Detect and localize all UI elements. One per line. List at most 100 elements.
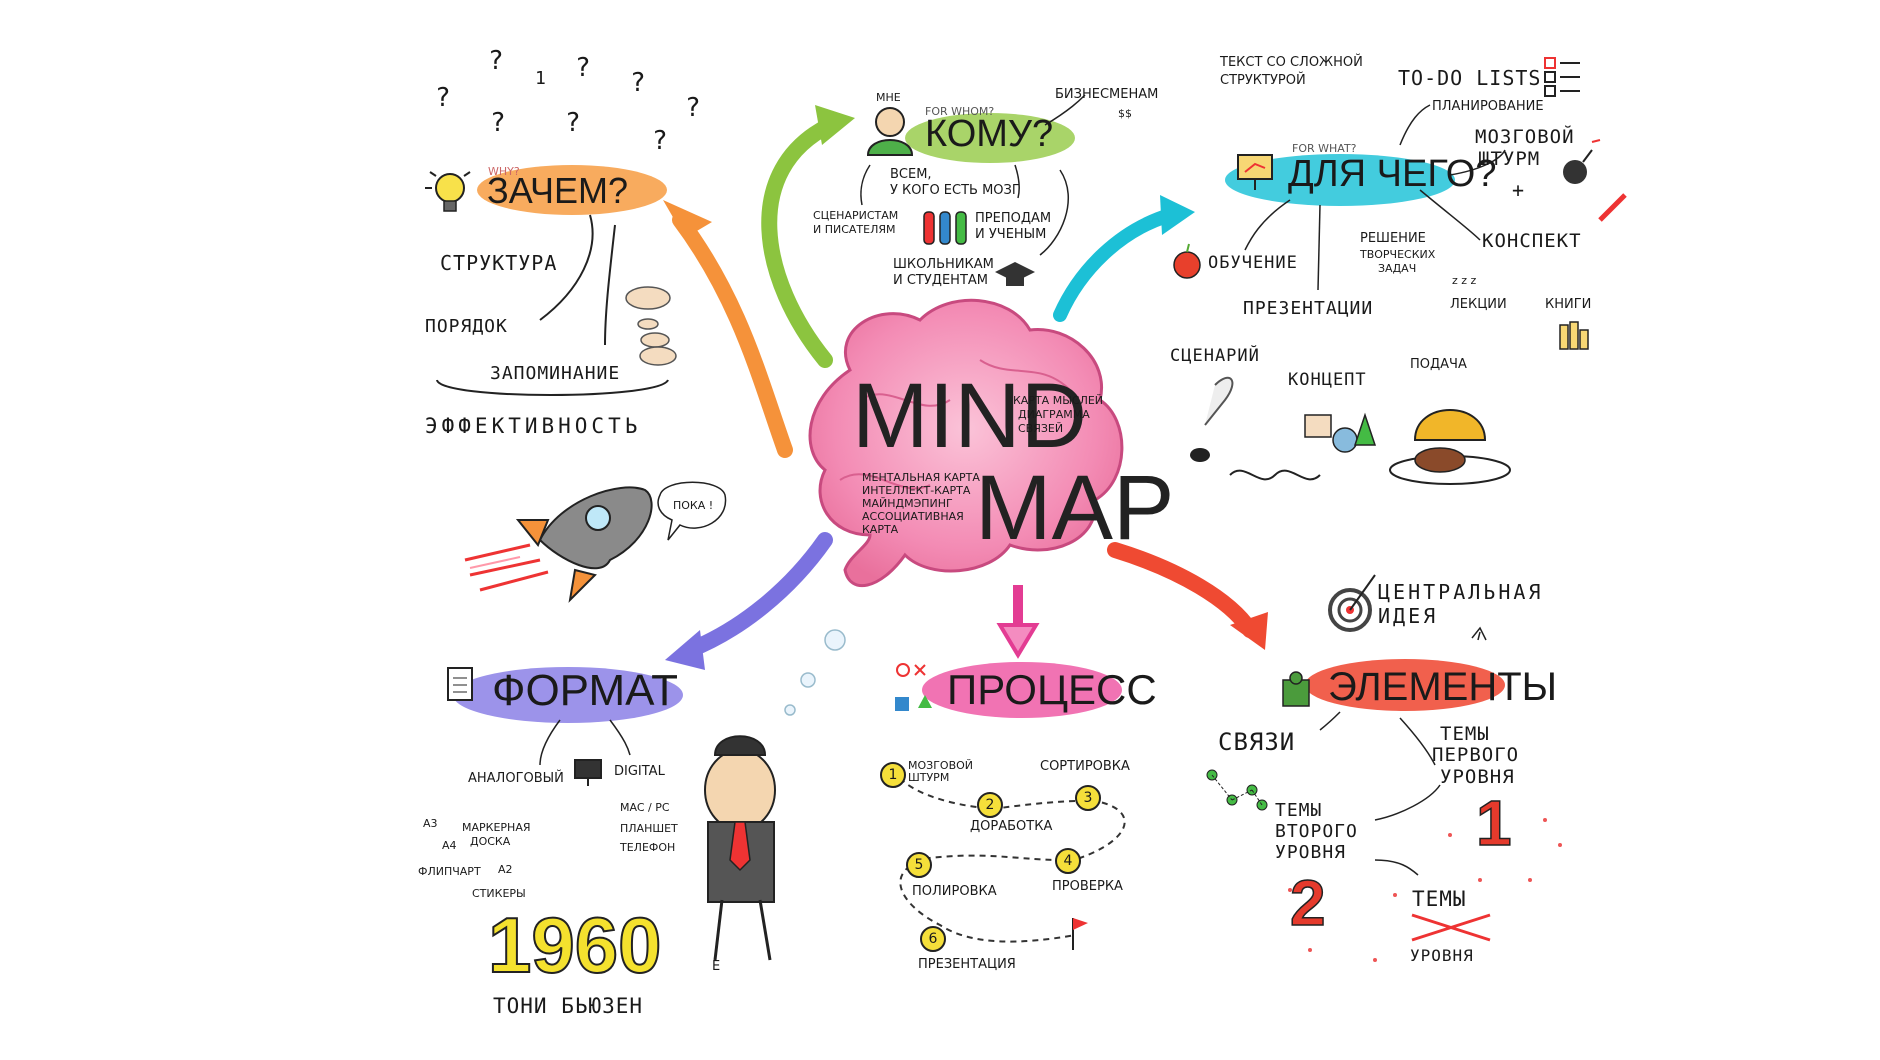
process-step-2-label: ДОРАБОТКА	[970, 819, 1053, 834]
process-step-3-label: СОРТИРОВКА	[1040, 759, 1130, 774]
whatfor-title: ДЛЯ ЧЕГО?	[1288, 153, 1497, 195]
whatfor-branch-5	[1399, 104, 1431, 146]
elements-central-1: ЦЕНТРАЛЬНАЯ	[1378, 580, 1544, 604]
whatfor-brainstorm-1: МОЗГОВОЙ	[1475, 126, 1575, 148]
whatfor-todo: TO-DO LISTS	[1398, 66, 1542, 90]
elements-num-1: 1	[1475, 787, 1512, 859]
question-mark: ?	[575, 53, 592, 83]
format-board: ДОСКА	[470, 835, 511, 848]
whatfor-complex-2: СТРУКТУРОЙ	[1220, 73, 1306, 88]
mind-title: MIND	[852, 365, 1088, 467]
todo-list-icon	[1544, 57, 1580, 97]
whatfor-planning: ПЛАНИРОВАНИЕ	[1432, 99, 1544, 114]
whom-highlight	[905, 113, 1075, 163]
format-a3: А3	[423, 817, 438, 830]
alias-top-3: СВЯЗЕЙ	[1018, 422, 1064, 435]
apple-icon	[1173, 243, 1201, 279]
arrow-red	[1107, 542, 1258, 638]
process-step-5-label: ПОЛИРОВКА	[912, 884, 997, 899]
brain-fold-3	[839, 473, 931, 490]
whom-title: КОМУ?	[925, 113, 1054, 155]
puzzle-icon	[1282, 671, 1310, 707]
bomb-icon	[1563, 139, 1601, 184]
format-analog: АНАЛОГОВЫЙ	[468, 771, 564, 786]
alias-top-1: КАРТА МЫСЛЕЙ	[1013, 394, 1104, 407]
lightbulb-icon	[425, 171, 471, 212]
rocket-icon	[464, 486, 653, 603]
whatfor-creative-1: РЕШЕНИЕ	[1360, 231, 1426, 246]
format-phone: ТЕЛЕФОН	[620, 841, 676, 854]
decorative-dots	[1288, 818, 1562, 962]
process-step-3-badge: 3	[1075, 785, 1101, 811]
elements-third-1: ТЕМЫ	[1412, 887, 1467, 911]
rocket-bubble-text: ПОКА !	[673, 499, 714, 512]
alias-bottom-2: ИНТЕЛЛЕКТ-КАРТА	[862, 484, 971, 497]
whatfor-plus: +	[1512, 178, 1526, 202]
alias-bottom-3: МАЙНДМЭПИНГ	[862, 497, 953, 510]
format-a2: А2	[498, 863, 513, 876]
process-step-1-label: МОЗГОВОЙ ШТУРМ	[908, 759, 974, 784]
alias-bottom-4: АССОЦИАТИВНАЯ	[862, 510, 964, 523]
whatfor-creative-2: ТВОРЧЕСКИХ	[1360, 248, 1436, 261]
format-tablet: ПЛАНШЕТ	[620, 822, 678, 835]
question-mark: ?	[630, 68, 647, 98]
food-dish-icon	[1389, 409, 1511, 485]
links-graph-icon	[1206, 769, 1268, 811]
arrow-orange-head	[663, 200, 712, 238]
elements-central-2: ИДЕЯ	[1378, 604, 1439, 628]
test-tubes-icon	[923, 211, 967, 245]
whom-dollar: $$	[1118, 107, 1132, 120]
question-mark: ?	[565, 108, 582, 138]
finish-flag-icon	[1072, 918, 1088, 950]
brain-shape	[808, 298, 1124, 588]
arrow-purple	[682, 532, 833, 658]
elements-third-2: УРОВНЯ	[1410, 946, 1474, 965]
shapes-icon	[1304, 412, 1377, 453]
elements-branch-second	[1374, 784, 1441, 821]
process-title: ПРОЦЕСС	[947, 666, 1157, 713]
format-branch-1	[539, 719, 561, 766]
elements-branch-third	[1374, 859, 1419, 876]
wave-line	[1229, 469, 1321, 481]
speech-bubble	[657, 481, 727, 541]
whom-students-1: ШКОЛЬНИКАМ	[893, 257, 994, 272]
tony-buzan-figure	[704, 735, 776, 961]
format-year: 1960	[487, 901, 663, 989]
elements-branch-links	[1319, 711, 1341, 731]
whatfor-konspekt: КОНСПЕКТ	[1482, 230, 1582, 252]
whom-writers-1: СЦЕНАРИСТАМ	[813, 209, 899, 222]
process-step-4-badge: 4	[1055, 848, 1081, 874]
why-item-memory: ЗАПОМИНАНИЕ	[490, 363, 621, 384]
feather-quill-icon	[1190, 376, 1234, 462]
whom-teachers-2: И УЧЕНЫМ	[975, 227, 1047, 242]
elements-arrow-up	[1477, 631, 1481, 641]
process-step-5-badge: 5	[906, 852, 932, 878]
whatfor-branch-3	[1419, 189, 1481, 241]
whatfor-delivery: ПОДАЧА	[1410, 357, 1467, 372]
elements-first-1: ТЕМЫ	[1440, 723, 1490, 745]
whom-branch-3	[1039, 169, 1069, 256]
brain-fold-1	[859, 393, 951, 407]
elements-branch-first	[1399, 717, 1436, 766]
whom-branch-2	[1014, 164, 1020, 199]
arrow-orange	[672, 212, 793, 458]
whatfor-presentations: ПРЕЗЕНТАЦИИ	[1243, 298, 1374, 319]
target-icon	[1328, 574, 1376, 632]
format-a4: А4	[442, 839, 457, 852]
elements-second-3: УРОВНЯ	[1275, 842, 1347, 863]
process-highlight	[922, 662, 1122, 718]
elements-first-3: УРОВНЯ	[1440, 766, 1515, 788]
whatfor-complex-1: ТЕКСТ СО СЛОЖНОЙ	[1220, 55, 1363, 70]
arrow-cyan-head	[1160, 195, 1195, 235]
elements-second-2: ВТОРОГО	[1275, 821, 1358, 842]
scribble-one: 1	[535, 68, 547, 89]
format-macpc: MAC / PC	[620, 801, 670, 814]
elements-links: СВЯЗИ	[1218, 728, 1296, 756]
process-step-1-badge: 1	[880, 762, 906, 788]
whom-business: БИЗНЕСМЕНАМ	[1055, 87, 1159, 102]
format-flipchart: ФЛИПЧАРТ	[418, 865, 481, 878]
why-title: ЗАЧЕМ?	[487, 170, 628, 211]
whatfor-learning: ОБУЧЕНИЕ	[1208, 253, 1298, 273]
thought-bubble-1	[824, 629, 846, 651]
